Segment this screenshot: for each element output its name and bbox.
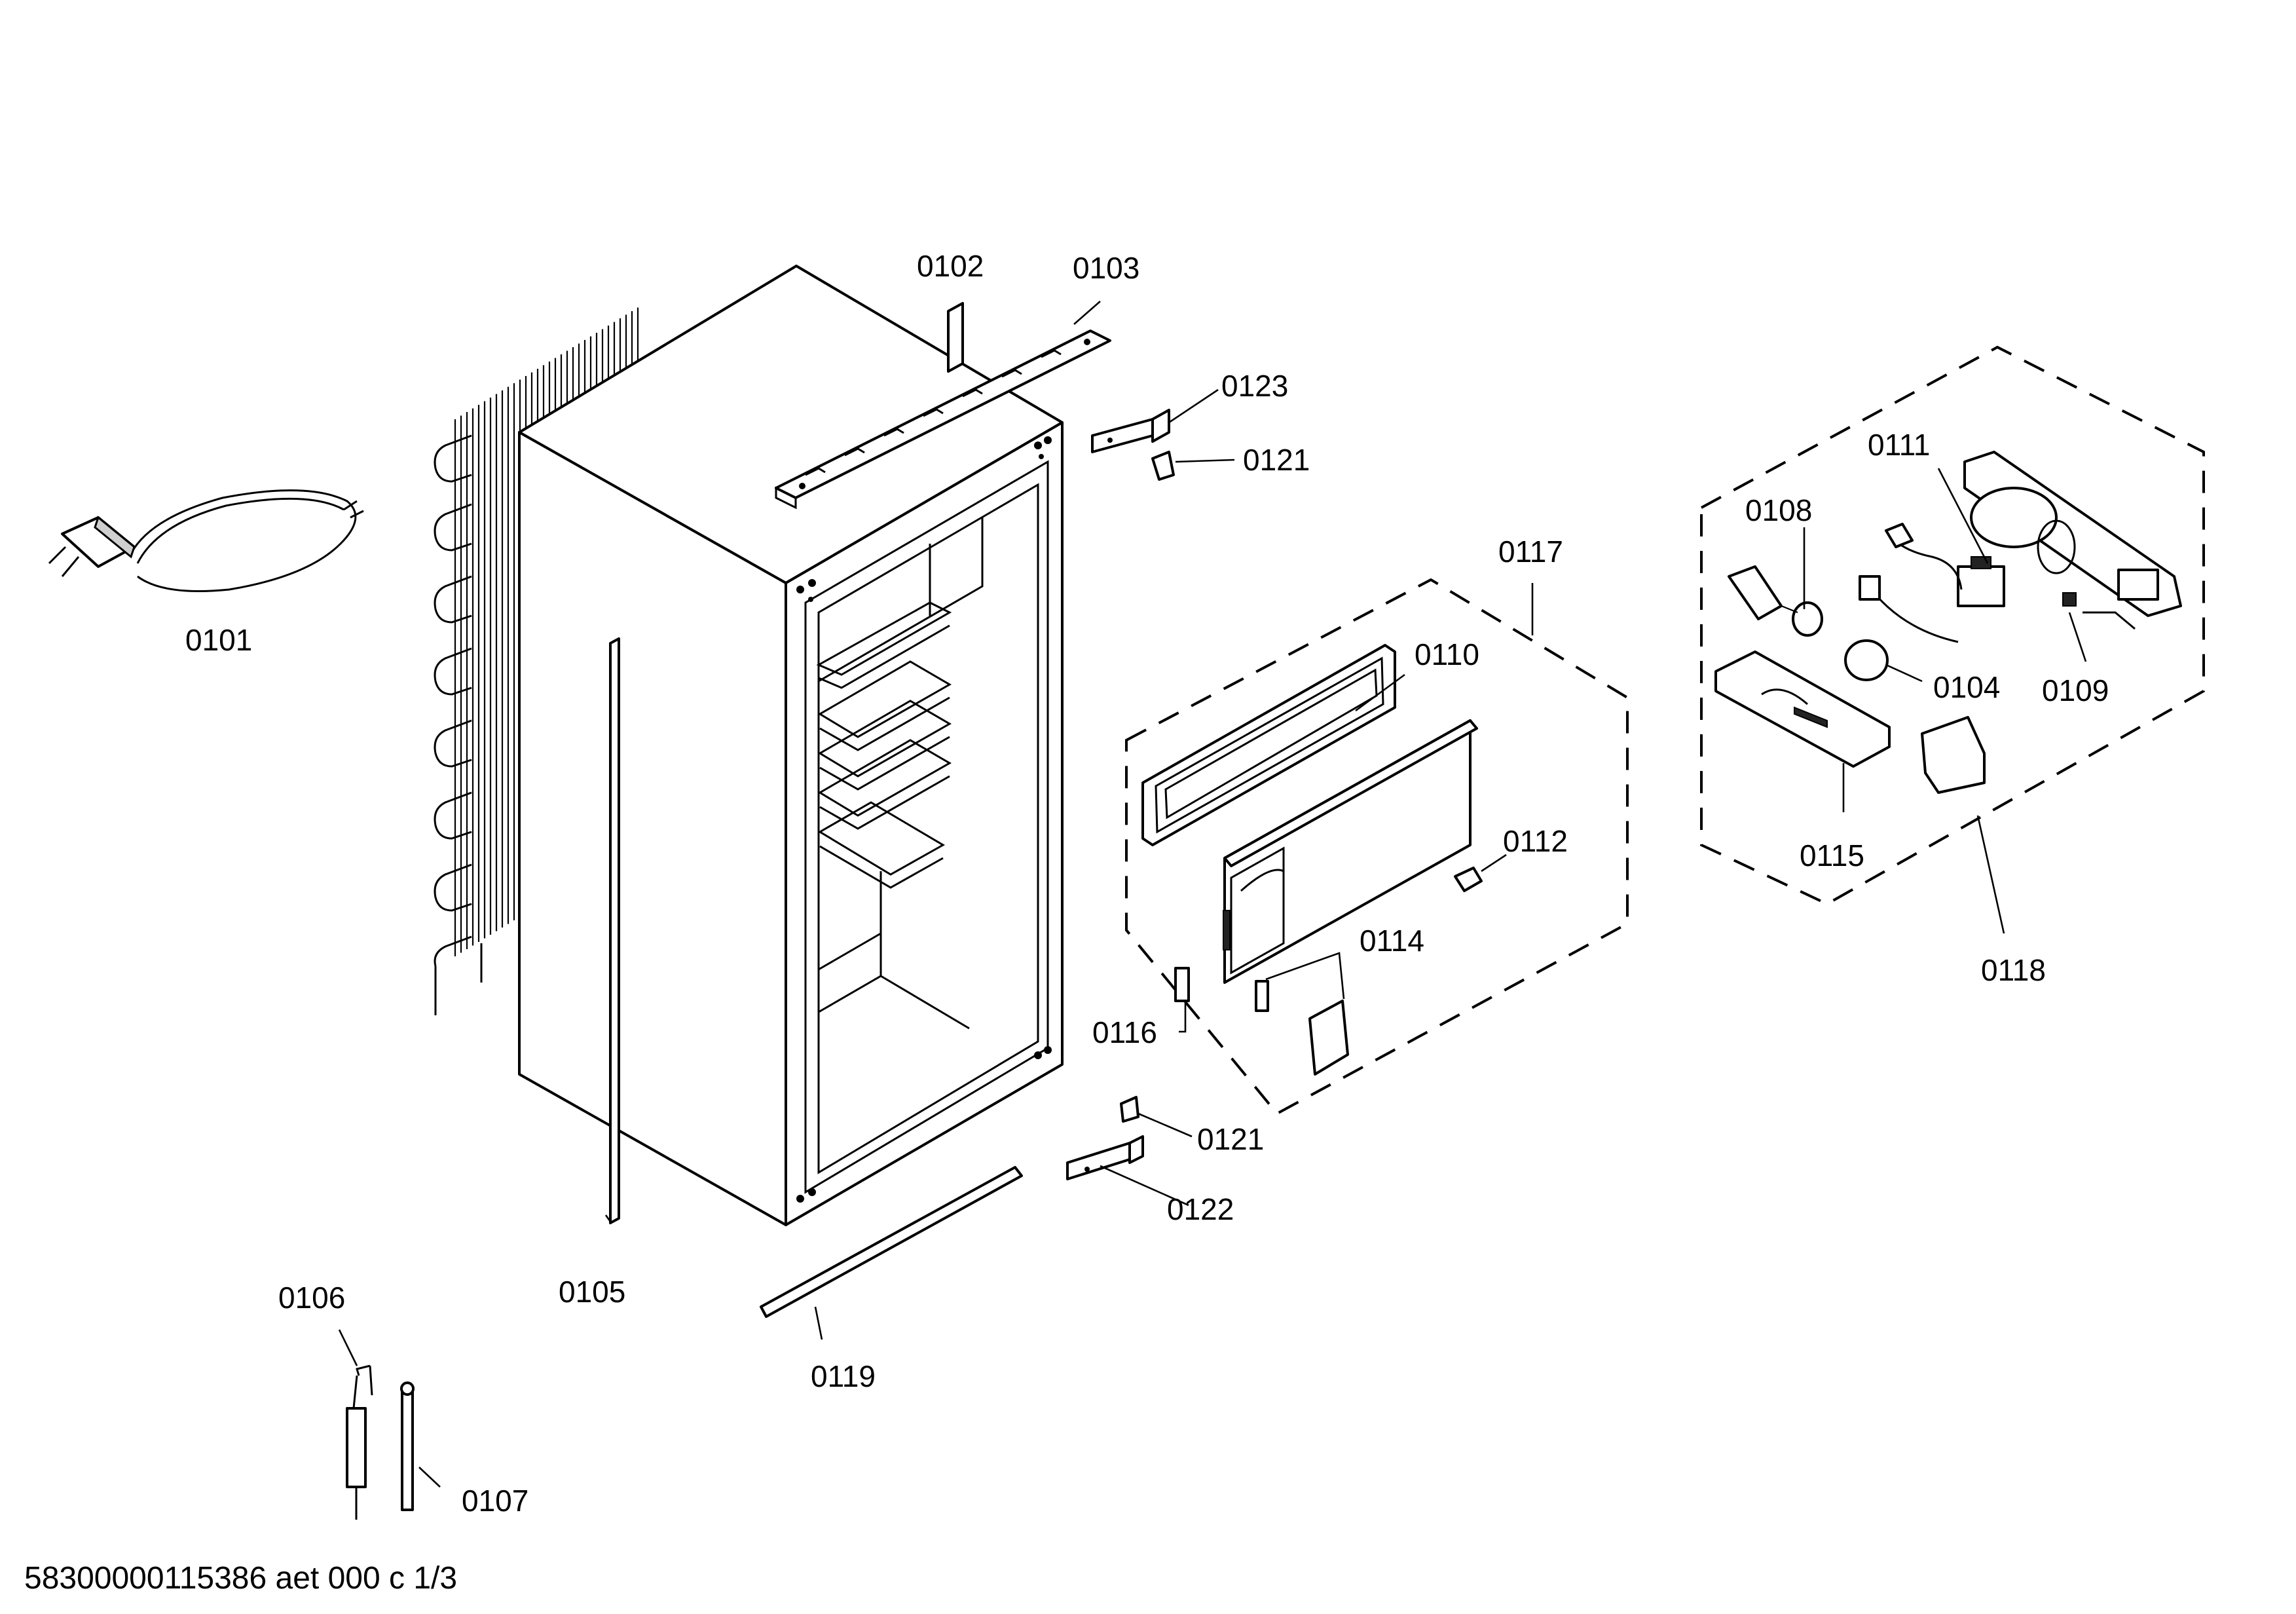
power-cord-part: [48, 489, 364, 592]
sensor-parts: [346, 1364, 415, 1520]
label-0108: 0108: [1745, 493, 1812, 527]
bottom-strip-part-0119: [760, 1166, 1023, 1318]
lower-hinge-part-0122: [1066, 1096, 1144, 1180]
control-assembly-boundary: [1700, 345, 2205, 906]
label-0101: 0101: [185, 623, 252, 657]
document-reference-footer: 58300000115386 aet 000 c 1/3: [24, 1561, 457, 1596]
label-0116: 0116: [1092, 1015, 1157, 1049]
label-0103: 0103: [1073, 251, 1139, 285]
label-0119: 0119: [811, 1359, 876, 1393]
control-housing-part: [1963, 451, 2182, 617]
label-0112: 0112: [1503, 824, 1568, 858]
light-cover-part-0115: [1714, 650, 1891, 768]
label-0123: 0123: [1221, 369, 1288, 403]
cabinet-body: [518, 265, 1064, 1226]
label-0122: 0122: [1167, 1192, 1234, 1226]
door-handle-parts-0114: [1255, 980, 1349, 1076]
door-assembly-boundary: [1125, 578, 1629, 1116]
upper-hinge-part-0123: [1091, 409, 1175, 481]
seal-strip-part-0105: [609, 637, 620, 1224]
bulb-part-0108: [1728, 565, 1823, 637]
door-panel-part: [1223, 719, 1478, 984]
door-stop-part-0112: [1454, 867, 1483, 892]
label-0107: 0107: [462, 1484, 528, 1518]
knob-part-0104: [1844, 639, 1889, 681]
bracket-part-0102: [947, 302, 964, 373]
label-0110: 0110: [1415, 637, 1479, 671]
lamp-cover-part: [1921, 716, 1986, 794]
label-0118: 0118: [1981, 953, 2046, 987]
label-0115: 0115: [1800, 838, 1864, 873]
thermostat-part-0111: [1859, 523, 2005, 643]
label-0102: 0102: [917, 249, 984, 283]
label-0105: 0105: [559, 1275, 625, 1309]
label-0114: 0114: [1360, 924, 1424, 958]
label-0121-upper: 0121: [1243, 443, 1310, 477]
part-labels: 0101 0102 0103 0104 0105 0106 0107 0108 …: [185, 249, 2109, 1518]
top-hinge-strip-part: [775, 329, 1111, 510]
label-0121-lower: 0121: [1197, 1122, 1264, 1156]
label-0109: 0109: [2042, 673, 2109, 707]
leader-lines: [338, 301, 2087, 1488]
latch-part-0116: [1174, 967, 1190, 1002]
label-0104: 0104: [1933, 670, 2000, 704]
label-0106: 0106: [278, 1281, 345, 1315]
label-0111: 0111: [1868, 428, 1931, 462]
label-0117: 0117: [1498, 535, 1563, 569]
switch-part-0109: [2062, 592, 2136, 630]
